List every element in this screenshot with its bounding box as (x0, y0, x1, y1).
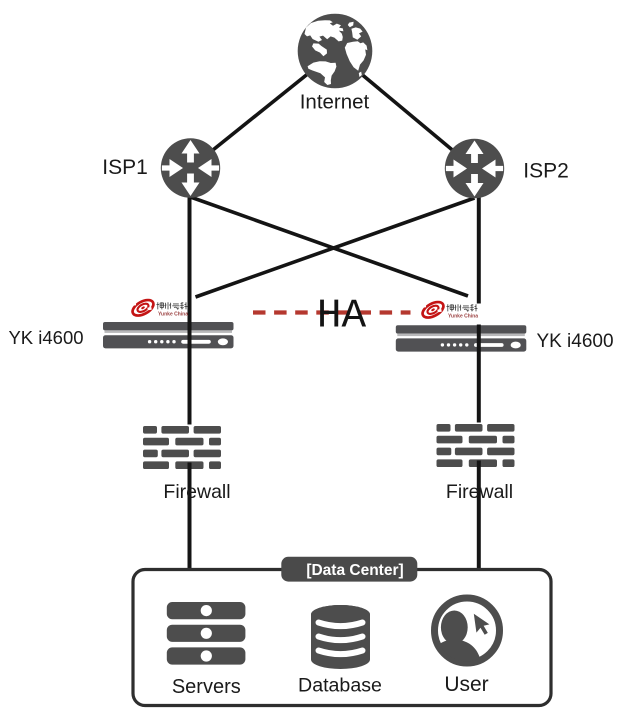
svg-text:YK i4600: YK i4600 (8, 327, 83, 348)
svg-text:Servers: Servers (172, 676, 241, 698)
svg-text:[Data Center]: [Data Center] (306, 562, 403, 579)
svg-text:HA: HA (317, 294, 367, 340)
svg-text:Internet: Internet (300, 91, 370, 114)
svg-text:Firewall: Firewall (446, 481, 513, 503)
svg-text:YK i4600: YK i4600 (536, 331, 613, 352)
svg-text:ISP1: ISP1 (102, 156, 148, 179)
svg-text:ISP2: ISP2 (523, 160, 569, 183)
svg-text:User: User (444, 673, 488, 696)
svg-text:Firewall: Firewall (163, 481, 230, 503)
svg-text:Database: Database (298, 675, 382, 697)
